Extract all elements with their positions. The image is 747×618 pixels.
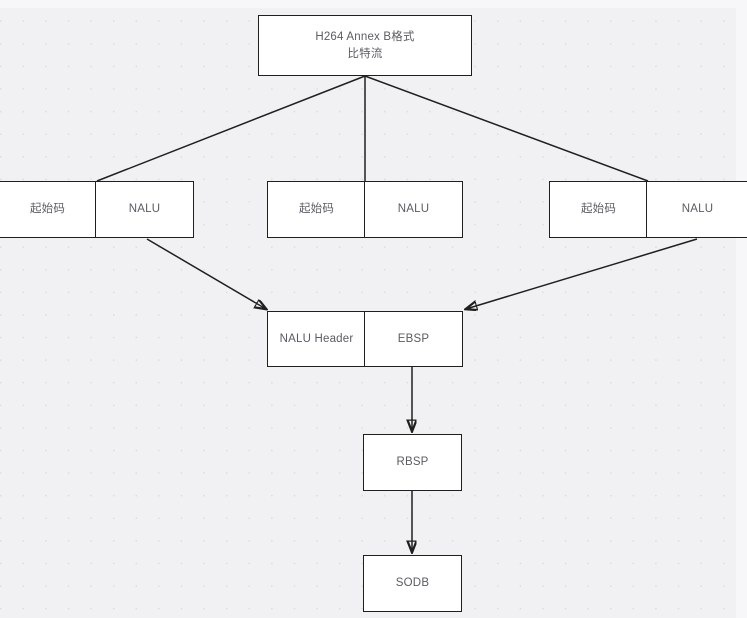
node-ebsp[interactable]: EBSP bbox=[364, 311, 463, 367]
edge-bitstream-to-group3 bbox=[364, 75, 649, 182]
node-h264-annexb-bitstream[interactable]: H264 Annex B格式 比特流 bbox=[258, 15, 472, 76]
node-start-code-3[interactable]: 起始码 bbox=[549, 181, 648, 238]
edge-group3-nalu-to-ebsp bbox=[466, 238, 698, 309]
node-nalu-1[interactable]: NALU bbox=[95, 181, 194, 238]
node-nalu-3[interactable]: NALU bbox=[646, 181, 747, 238]
node-rbsp[interactable]: RBSP bbox=[363, 434, 462, 491]
edge-bitstream-to-group1 bbox=[96, 75, 366, 182]
node-start-code-2[interactable]: 起始码 bbox=[267, 181, 366, 238]
node-nalu-2[interactable]: NALU bbox=[364, 181, 463, 238]
node-sodb[interactable]: SODB bbox=[363, 555, 462, 612]
node-nalu-header[interactable]: NALU Header bbox=[267, 311, 366, 367]
node-start-code-1[interactable]: 起始码 bbox=[0, 181, 97, 238]
edge-group1-nalu-to-nalu-header bbox=[146, 238, 266, 309]
